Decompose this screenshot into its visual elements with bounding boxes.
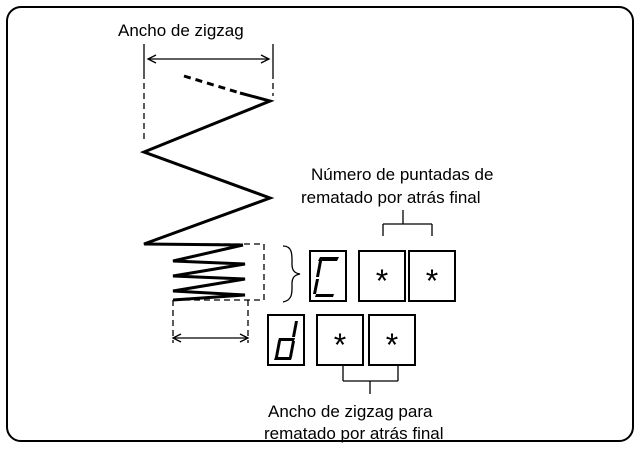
seven-segment-d xyxy=(274,321,298,360)
zigzag-width-arrow xyxy=(143,44,274,73)
diagram-frame xyxy=(6,6,634,442)
width-digit-2: * xyxy=(386,327,398,363)
backtack-region-box xyxy=(144,243,265,301)
width-bracket xyxy=(342,366,399,394)
seven-segment-c xyxy=(313,257,339,297)
zigzag-dashed-start xyxy=(183,74,241,95)
stitch-digit-2: * xyxy=(426,263,438,299)
backtack-width-label-line2: rematado por atrás final xyxy=(264,424,444,443)
width-digit-box-2 xyxy=(368,314,416,366)
backtack-width-label-line1: Ancho de zigzag para xyxy=(268,402,433,421)
width-digit-1: * xyxy=(334,327,346,363)
stitch-digit-box-1 xyxy=(358,250,406,302)
stitch-count-bracket xyxy=(382,210,433,236)
zigzag-stitch-line xyxy=(139,91,275,247)
width-digit-box-1 xyxy=(316,314,364,366)
display-row-2: * * xyxy=(267,314,416,366)
zigzag-width-label: Ancho de zigzag xyxy=(118,21,244,40)
stitch-digit-box-2 xyxy=(408,250,456,302)
stitch-digit-1: * xyxy=(376,263,388,299)
brace-icon xyxy=(282,245,301,303)
display-row-1: * * xyxy=(309,250,456,302)
stitch-count-label-line2: rematado por atrás final xyxy=(301,188,481,207)
backtack-width-arrow xyxy=(171,333,250,343)
stitch-count-label-line1: Número de puntadas de xyxy=(311,165,493,184)
backtack-zigzag xyxy=(172,243,246,302)
